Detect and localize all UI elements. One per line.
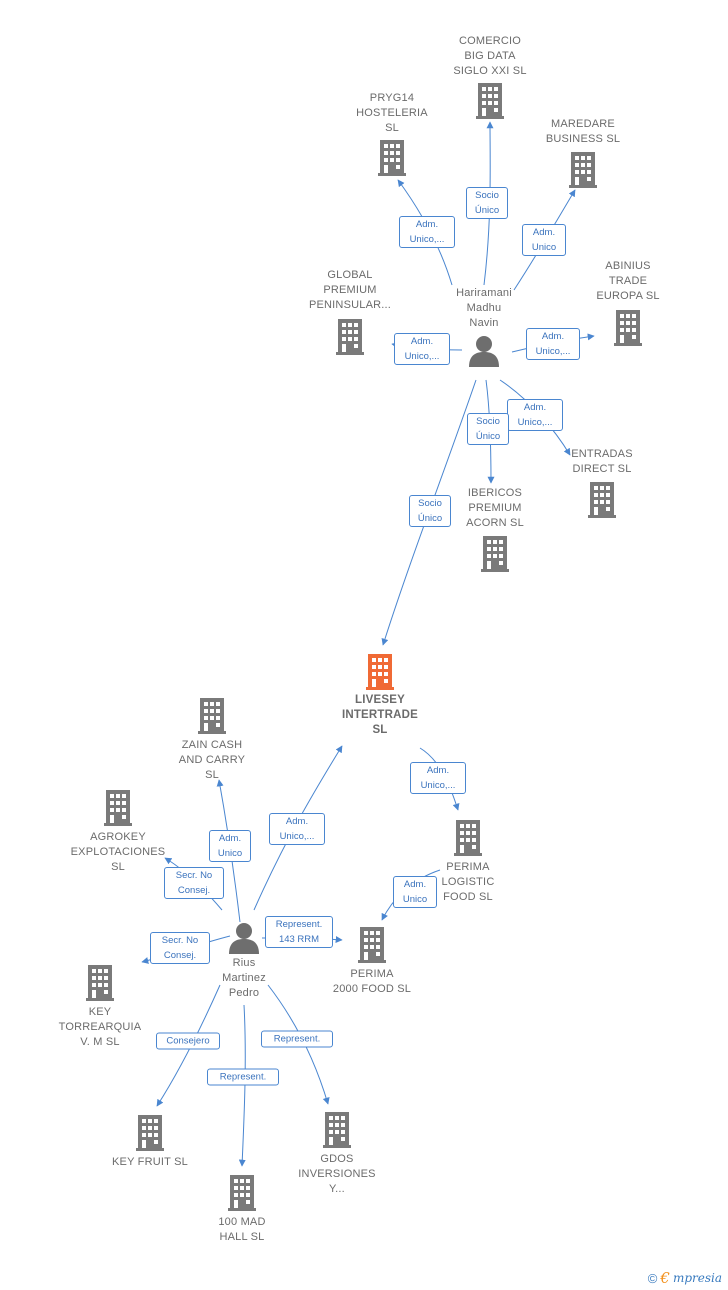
company-label: KEY TORREARQUIA V. M SL: [58, 1006, 142, 1048]
relation-label-h-global[interactable]: Adm. Unico,...: [394, 333, 450, 365]
relation-label-h-abinius[interactable]: Adm. Unico,...: [526, 328, 580, 360]
relation-label-h-entradas[interactable]: Adm. Unico,...: [507, 399, 563, 431]
building-icon: [358, 927, 386, 963]
company-100-mad-hall[interactable]: 100 MAD HALL SL: [167, 1175, 317, 1245]
building-icon: [198, 698, 226, 734]
relation-label-h-livesey[interactable]: Socio Único: [409, 495, 451, 527]
empresia-logo-icon: €: [660, 1269, 670, 1287]
building-icon: [569, 152, 597, 188]
building-icon: [323, 1112, 351, 1148]
company-entradas-direct[interactable]: ENTRADAS DIRECT SL: [527, 447, 677, 518]
building-icon: [476, 83, 504, 119]
company-label: GDOS INVERSIONES Y...: [298, 1153, 376, 1195]
building-icon: [336, 319, 364, 355]
brand-name: mpresia: [672, 1271, 722, 1285]
relation-label-r-perima2000[interactable]: Represent. 143 RRM: [265, 916, 333, 948]
building-icon: [366, 654, 394, 690]
company-global-premium[interactable]: GLOBAL PREMIUM PENINSULAR...: [275, 268, 425, 355]
relation-label-h-pryg14[interactable]: Adm. Unico,...: [399, 216, 455, 248]
relation-label-r-gdos[interactable]: Represent.: [261, 1030, 333, 1048]
building-icon: [481, 536, 509, 572]
relation-label-r-key-fruit[interactable]: Consejero: [156, 1032, 220, 1050]
person-label: Rius Martinez Pedro: [222, 957, 266, 999]
company-maredare-business[interactable]: MAREDARE BUSINESS SL: [508, 117, 658, 188]
brand-footer[interactable]: © €mpresia: [648, 1269, 722, 1287]
company-livesey-intertrade[interactable]: LIVESEY INTERTRADE SL: [305, 654, 455, 738]
company-key-torrearquia[interactable]: KEY TORREARQUIA V. M SL: [25, 965, 175, 1050]
building-icon: [378, 140, 406, 176]
company-label: PERIMA LOGISTIC FOOD SL: [441, 861, 495, 903]
building-icon: [454, 820, 482, 856]
company-label: KEY FRUIT SL: [112, 1156, 188, 1168]
company-label: ENTRADAS DIRECT SL: [571, 448, 633, 475]
person-icon: [229, 923, 259, 954]
company-label: MAREDARE BUSINESS SL: [545, 118, 621, 145]
company-label: LIVESEY INTERTRADE SL: [341, 694, 419, 736]
relation-label-perima-perima2000[interactable]: Adm. Unico: [393, 876, 437, 908]
company-perima-2000-food[interactable]: PERIMA 2000 FOOD SL: [297, 927, 447, 997]
company-comercio-big-data[interactable]: COMERCIO BIG DATA SIGLO XXI SL: [415, 34, 565, 119]
company-ibericos-premium[interactable]: IBERICOS PREMIUM ACORN SL: [420, 486, 570, 572]
company-abinius-trade[interactable]: ABINIUS TRADE EUROPA SL: [553, 259, 703, 346]
building-icon: [588, 482, 616, 518]
company-label: 100 MAD HALL SL: [218, 1216, 266, 1243]
company-label: ABINIUS TRADE EUROPA SL: [596, 260, 660, 302]
company-label: GLOBAL PREMIUM PENINSULAR...: [308, 269, 392, 311]
company-label: IBERICOS PREMIUM ACORN SL: [466, 487, 524, 529]
person-label: Hariramani Madhu Navin: [456, 287, 512, 329]
building-icon: [86, 965, 114, 1001]
relation-label-r-agrokey[interactable]: Secr. No Consej.: [164, 867, 224, 899]
company-label: PERIMA 2000 FOOD SL: [332, 968, 412, 995]
relation-label-livesey-perima[interactable]: Adm. Unico,...: [410, 762, 466, 794]
building-icon: [614, 310, 642, 346]
person-hariramani[interactable]: Hariramani Madhu Navin: [409, 286, 559, 367]
relation-label-r-zain[interactable]: Adm. Unico: [209, 830, 251, 862]
relation-label-r-mad-hall[interactable]: Represent.: [207, 1068, 279, 1086]
relation-label-h-maredare[interactable]: Adm. Unico: [522, 224, 566, 256]
company-label: COMERCIO BIG DATA SIGLO XXI SL: [453, 35, 527, 77]
relation-label-h-comercio[interactable]: Socio Único: [466, 187, 508, 219]
company-gdos-inversiones[interactable]: GDOS INVERSIONES Y...: [262, 1112, 412, 1197]
company-pryg14-hosteleria[interactable]: PRYG14 HOSTELERIA SL: [317, 91, 467, 176]
building-icon: [228, 1175, 256, 1211]
building-icon: [136, 1115, 164, 1151]
person-icon: [469, 336, 499, 367]
person-rius[interactable]: Rius Martinez Pedro: [169, 922, 319, 1001]
relation-label-r-livesey[interactable]: Adm. Unico,...: [269, 813, 325, 845]
relation-label-h-ibericos[interactable]: Socio Único: [467, 413, 509, 445]
company-label: ZAIN CASH AND CARRY SL: [178, 739, 246, 781]
company-label: PRYG14 HOSTELERIA SL: [356, 92, 428, 134]
company-label: AGROKEY EXPLOTACIONES SL: [70, 831, 166, 873]
company-key-fruit[interactable]: KEY FRUIT SL: [75, 1115, 225, 1170]
relation-label-r-key-torrearquia[interactable]: Secr. No Consej.: [150, 932, 210, 964]
copyright-icon: ©: [647, 1270, 658, 1286]
company-agrokey-explotaciones[interactable]: AGROKEY EXPLOTACIONES SL: [43, 790, 193, 875]
edge-r-mad-hall: [238, 1004, 246, 1167]
company-zain-cash[interactable]: ZAIN CASH AND CARRY SL: [137, 698, 287, 783]
building-icon: [104, 790, 132, 826]
company-perima-logistic[interactable]: PERIMA LOGISTIC FOOD SL: [393, 820, 543, 905]
